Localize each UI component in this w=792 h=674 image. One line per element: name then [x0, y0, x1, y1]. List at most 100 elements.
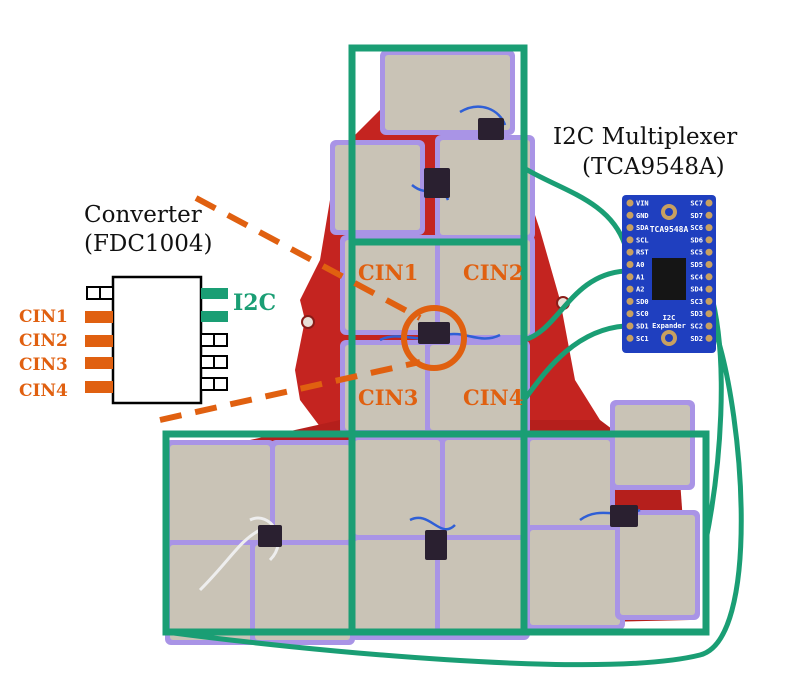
- mux-pad: [626, 310, 634, 318]
- i2c-wire-top: [522, 165, 628, 246]
- mux-pad: [626, 261, 634, 268]
- electrode-label-cin1: CIN1: [358, 260, 419, 285]
- mux-pin-label-right: SC7: [690, 200, 703, 208]
- mux-pad: [626, 211, 634, 219]
- sensor-pads: [165, 50, 700, 645]
- sensor-pad-fabric: [385, 55, 510, 130]
- mux-pad: [626, 285, 634, 293]
- mux-pin-label-left: A2: [636, 286, 644, 294]
- sensor-pad-fabric: [255, 545, 350, 640]
- mux-pin-label-right: SD4: [690, 286, 703, 294]
- i2c-pins: [201, 288, 228, 322]
- converter-pin-cin4: CIN4: [19, 381, 68, 401]
- mux-pad: [705, 248, 713, 256]
- cin-pins: [85, 311, 113, 393]
- mux-pad: [705, 334, 713, 342]
- converter-location-circle: [401, 305, 467, 371]
- i2c-wires: [165, 165, 744, 668]
- mux-pin-label-left: RST: [636, 249, 649, 257]
- mux-pad: [705, 224, 713, 232]
- mux-pad: [626, 273, 634, 281]
- converter-chip-symbol: [85, 275, 228, 405]
- zoom-indicator: [159, 195, 467, 423]
- mux-pin-label-right: SD6: [690, 236, 703, 244]
- mux-pad: [626, 334, 634, 342]
- converter-pin-cin2: CIN2: [19, 331, 68, 351]
- sensor-pad-fabric: [530, 440, 610, 535]
- sensor-pad-fabric: [170, 445, 270, 545]
- chip-label: TCA9548A: [650, 225, 689, 234]
- mux-pad: [705, 199, 713, 207]
- converter-i2c-label: I2C: [233, 290, 277, 316]
- mux-pad: [626, 199, 634, 207]
- sensor-pad-fabric: [355, 440, 440, 535]
- sensor-pad-fabric: [620, 515, 695, 615]
- mux-pin-label-left: A1: [636, 273, 644, 281]
- mux-pin-label-left: SDA: [636, 224, 649, 232]
- electrode-label-cin2: CIN2: [463, 260, 524, 285]
- region-boxes: [162, 44, 710, 636]
- multiplexer-subtitle: (TCA9548A): [582, 154, 725, 180]
- mux-pad: [705, 285, 713, 293]
- board-caption-2: Expander: [652, 322, 686, 330]
- mux-pin-label-right: SC5: [690, 249, 703, 257]
- mux-pin-label-right: SC2: [690, 323, 703, 331]
- mux-pin-label-left: SD1: [636, 323, 649, 331]
- multiplexer-title: I2C Multiplexer: [553, 124, 738, 150]
- i2c-wire-middle: [523, 268, 626, 343]
- sensor-pad-fabric: [440, 540, 525, 635]
- sensor-pad-fabric: [335, 145, 420, 230]
- mux-pin-label-left: SCL: [636, 236, 649, 244]
- sensor-pad-fabric: [530, 530, 620, 625]
- mux-pad: [626, 224, 634, 232]
- i2c-wire-lower: [522, 323, 626, 402]
- mux-pin-label-left: SD0: [636, 298, 649, 306]
- sensor-pad-fabric: [430, 345, 525, 430]
- sensor-pad-fabric: [275, 445, 350, 540]
- mux-pad: [705, 310, 713, 318]
- mux-pad: [705, 236, 713, 244]
- sensor-pad-fabric: [440, 140, 530, 235]
- converter-pin-cin3: CIN3: [19, 355, 68, 375]
- electrode-label-cin4: CIN4: [463, 385, 524, 410]
- sensor-pad-fabric: [355, 540, 440, 635]
- electrode-label-cin3: CIN3: [358, 385, 419, 410]
- mux-pin-label-right: SD3: [690, 310, 703, 318]
- mux-pin-label-left: SC0: [636, 310, 649, 318]
- i2c-wire-bottom-right: [703, 289, 724, 541]
- mux-pin-label-right: SC6: [690, 224, 703, 232]
- mux-pin-label-right: SD7: [690, 212, 703, 220]
- converter-title: Converter: [84, 202, 202, 228]
- zoom-dashed-line-top: [194, 195, 422, 321]
- mux-pin-label-left: VIN: [636, 200, 649, 208]
- mux-pad: [705, 261, 713, 268]
- mux-pin-label-right: SD5: [690, 261, 703, 269]
- mux-pin-label-right: SC4: [690, 273, 703, 281]
- sensor-pad-fabric: [440, 240, 530, 335]
- mux-pad: [626, 322, 634, 330]
- zoom-dashed-line-bottom: [159, 359, 421, 423]
- mux-pad: [705, 211, 713, 219]
- mux-pin-label-right: SD2: [690, 335, 703, 343]
- mux-pad: [705, 273, 713, 281]
- mux-pad: [626, 248, 634, 256]
- mux-pin-label-left: A0: [636, 261, 644, 269]
- board-caption-1: I2C: [663, 314, 676, 322]
- sensor-pad-fabric: [170, 545, 255, 640]
- mux-pin-label-left: SC1: [636, 335, 649, 343]
- mux-pin-label-right: SC3: [690, 298, 703, 306]
- sensor-pad-fabric: [615, 405, 690, 485]
- mux-pad: [626, 297, 634, 305]
- mux-pad: [626, 236, 634, 244]
- converter-pin-cin1: CIN1: [19, 307, 68, 327]
- mux-pin-label-left: GND: [636, 212, 649, 220]
- sensor-pad-fabric: [445, 440, 525, 535]
- mux-pad: [705, 322, 713, 330]
- sensor-chips: [258, 118, 638, 560]
- converter-subtitle: (FDC1004): [84, 231, 213, 257]
- sensor-pad-fabric: [345, 240, 440, 330]
- i2c-wire-bottom-left: [165, 329, 744, 668]
